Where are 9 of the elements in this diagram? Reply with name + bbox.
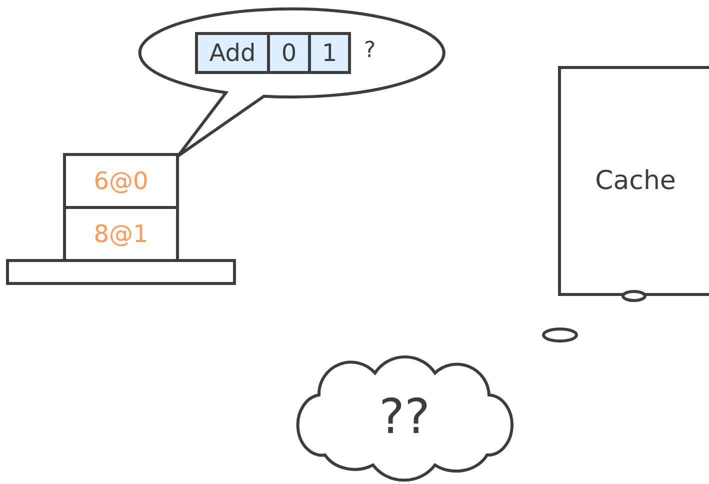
cloud-text: ?? [379,393,430,441]
instruction-cell: 0 [267,32,311,74]
instruction-cell: 1 [308,32,351,74]
stack-slot: 8@1 [63,206,179,262]
stack-base [6,259,236,285]
cache-box: Cache [558,66,709,296]
stack-slot: 6@0 [63,153,179,209]
question-mark: ? [364,40,376,62]
instruction-cell: Add [195,32,270,74]
